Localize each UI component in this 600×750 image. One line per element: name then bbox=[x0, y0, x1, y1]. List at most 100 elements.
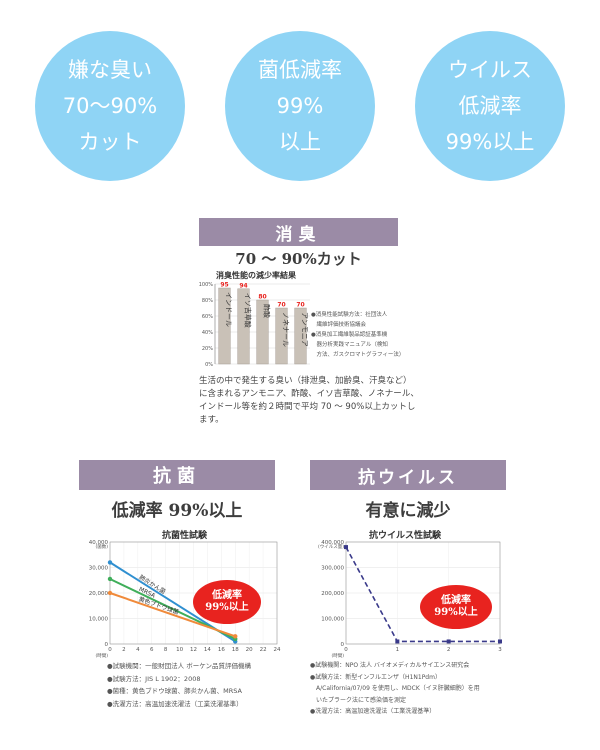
y-axis-label: (ウイルス量) bbox=[318, 543, 344, 550]
data-point bbox=[498, 639, 502, 644]
x-tick-label: 6 bbox=[150, 647, 154, 653]
badge-line: 99%以上 bbox=[205, 602, 249, 613]
x-tick-label: 0 bbox=[108, 647, 112, 653]
deodorant-subtitle: 70 〜 90%カット bbox=[235, 250, 362, 268]
deodorant-notes: ●消臭性能試験方法：社団法人 繊維評価技術協議会 ●消臭加工繊維製品認証基準機 … bbox=[311, 310, 404, 360]
bar bbox=[275, 307, 288, 365]
note-line: ●試験方法：JIS L 1902：2008 bbox=[107, 674, 201, 683]
antibacterial-reduction-badge: 低減率 99%以上 bbox=[193, 580, 261, 624]
antibacterial-chart-title: 抗菌性試験 bbox=[162, 531, 208, 541]
y-tick-label: 400,000 bbox=[321, 540, 344, 546]
x-tick-label: 10 bbox=[176, 647, 183, 653]
bar-value-label: 95 bbox=[220, 282, 228, 289]
y-tick-label: 100,000 bbox=[321, 617, 344, 623]
feature-circle-odor: 嫌な臭い 70〜90% カット bbox=[35, 31, 185, 181]
circle-line: 以上 bbox=[279, 130, 321, 154]
data-point bbox=[107, 590, 113, 596]
circle-line: 菌低減率 bbox=[258, 58, 342, 82]
x-tick-label: 12 bbox=[190, 647, 197, 653]
y-tick-label: 80% bbox=[202, 298, 213, 304]
note-line: ●洗濯方法：高温加速洗濯法（工業洗濯基準） bbox=[310, 708, 436, 715]
y-tick-label: 60% bbox=[202, 314, 213, 320]
bar-chart-title: 消臭性能の減少率結果 bbox=[216, 271, 296, 280]
description-line: に含まれるアンモニア、酢酸、イソ吉草酸、ノネナール、 bbox=[199, 389, 419, 399]
antiviral-chart-title: 抗ウイルス性試験 bbox=[369, 531, 442, 541]
series-line bbox=[109, 592, 236, 638]
note-line: ●菌種：黄色ブドウ球菌、肺炎かん菌、MRSA bbox=[107, 687, 242, 695]
x-tick-label: 0 bbox=[344, 647, 348, 653]
note-line: ●試験方法：新型インフルエンザ（H1N1Pdm） bbox=[310, 673, 441, 681]
bar bbox=[294, 307, 307, 365]
x-tick-label: 18 bbox=[232, 647, 239, 653]
x-tick-label: 16 bbox=[218, 647, 225, 653]
bar-category-label: インドール bbox=[225, 292, 233, 327]
note-line: ●試験機関：一般財団法人 ボーケン品質評価機構 bbox=[107, 662, 252, 670]
x-tick-label: 3 bbox=[498, 647, 502, 653]
x-tick-label: 4 bbox=[136, 647, 140, 653]
antiviral-reduction-badge: 低減率 99%以上 bbox=[420, 585, 492, 629]
y-tick-label: 200,000 bbox=[321, 591, 344, 597]
note-line: いたプラーク法にて感染価を測定 bbox=[310, 696, 407, 704]
bar-category-label: イソ吉草酸 bbox=[244, 293, 253, 328]
y-tick-label: 0 bbox=[341, 642, 345, 648]
data-point bbox=[395, 639, 400, 644]
deodorant-header: 消臭 bbox=[199, 218, 398, 246]
description-line: 生活の中で発生する臭い（排泄臭、加齢臭、汗臭など） bbox=[199, 376, 412, 386]
circle-line: カット bbox=[78, 130, 142, 154]
x-tick-label: 8 bbox=[164, 647, 168, 653]
note-line: ●消臭加工繊維製品認証基準機 bbox=[311, 332, 388, 338]
circle-line: 99%以上 bbox=[445, 130, 535, 154]
y-tick-label: 10,000 bbox=[89, 617, 109, 623]
description-line: ます。 bbox=[199, 415, 224, 425]
y-tick-label: 0% bbox=[205, 362, 213, 368]
circle-line: 99% bbox=[276, 94, 324, 118]
bar-category-label: 酢酸 bbox=[263, 304, 272, 318]
data-point bbox=[344, 545, 348, 550]
y-tick-label: 30,000 bbox=[89, 566, 109, 572]
antiviral-header: 抗ウイルス bbox=[310, 460, 506, 490]
y-tick-label: 100% bbox=[199, 282, 214, 288]
bar-category-label: アンモニア bbox=[301, 312, 309, 347]
bar bbox=[237, 288, 250, 365]
y-tick-label: 300,000 bbox=[321, 566, 344, 572]
x-tick-label: 2 bbox=[122, 647, 126, 653]
badge-line: 低減率 bbox=[441, 595, 471, 606]
bar-value-label: 80 bbox=[258, 294, 266, 301]
description-line: インドール等を約２時間で平均 70 〜 90%以上カットし bbox=[199, 402, 416, 412]
y-tick-label: 0 bbox=[105, 642, 109, 648]
x-axis-label: (時間) bbox=[95, 653, 108, 659]
plot-frame bbox=[345, 541, 501, 645]
antibacterial-subtitle: 低減率 99%以上 bbox=[111, 501, 243, 521]
y-tick-label: 40% bbox=[202, 330, 213, 336]
data-point bbox=[107, 560, 113, 565]
note-line: 器分析実践マニュアル（検知 bbox=[311, 342, 388, 348]
data-point bbox=[107, 576, 113, 582]
note-line: 方法、ガスクロマトグラフィー法） bbox=[311, 352, 405, 358]
bar bbox=[218, 287, 231, 365]
x-tick-label: 2 bbox=[447, 647, 451, 653]
x-tick-label: 20 bbox=[246, 647, 253, 653]
antiviral-subtitle: 有意に減少 bbox=[365, 501, 451, 521]
y-tick-label: 20% bbox=[202, 346, 213, 352]
badge-line: 99%以上 bbox=[434, 607, 478, 618]
x-tick-label: 24 bbox=[274, 647, 281, 653]
x-tick-label: 14 bbox=[204, 647, 211, 653]
antibacterial-notes: ●試験機関：一般財団法人 ボーケン品質評価機構 ●試験方法：JIS L 1902… bbox=[107, 660, 251, 710]
bar bbox=[256, 299, 269, 365]
y-tick-label: 40,000 bbox=[89, 540, 109, 546]
circle-line: 嫌な臭い bbox=[68, 58, 152, 82]
antibacterial-header: 抗菌 bbox=[79, 460, 275, 490]
deodorant-description: 生活の中で発生する臭い（排泄臭、加齢臭、汗臭など） に含まれるアンモニア、酢酸、… bbox=[199, 375, 419, 427]
antiviral-notes: ●試験機関：NPO 法人 バイオメディカルサイエンス研究会 ●試験方法：新型イン… bbox=[310, 660, 480, 718]
circle-line: ウイルス bbox=[448, 58, 532, 82]
circle-line: 70〜90% bbox=[62, 94, 158, 118]
badge-line: 低減率 bbox=[212, 590, 242, 601]
note-line: ●消臭性能試験方法：社団法人 bbox=[311, 312, 388, 318]
bar-value-label: 70 bbox=[296, 302, 304, 309]
note-line: ●試験機関：NPO 法人 バイオメディカルサイエンス研究会 bbox=[310, 662, 470, 669]
y-axis-label: (菌数) bbox=[95, 543, 108, 550]
note-line: A/California/07/09 を使用し、MDCK（イヌ肝臓細胞）を用 bbox=[310, 685, 480, 692]
circle-line: 低減率 bbox=[458, 94, 522, 118]
